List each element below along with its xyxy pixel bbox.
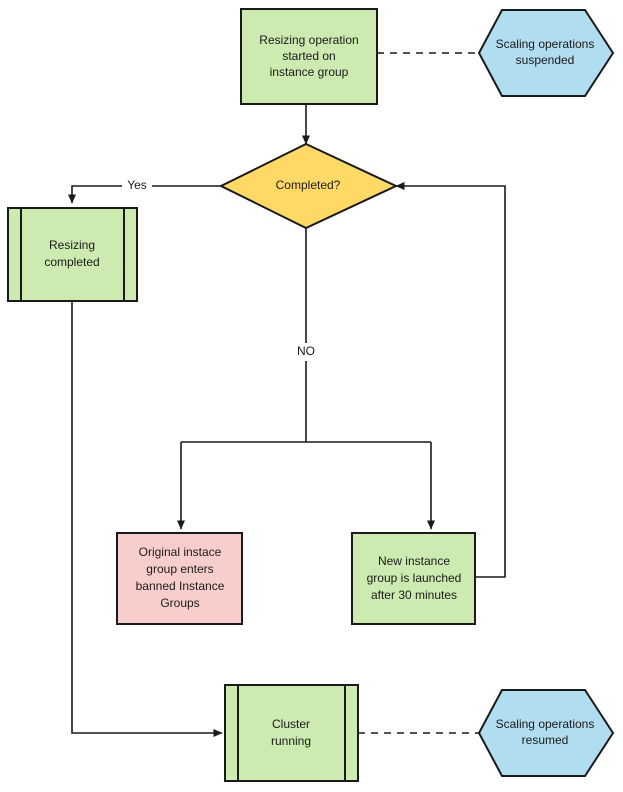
edge-label-no: NO: [292, 343, 320, 361]
node-scaling-resumed-shape[interactable]: [477, 689, 615, 777]
edge-resizing-completed-to-cluster-running: [71, 301, 223, 737]
node-new-group-launched-line-2: group is launched: [367, 571, 462, 585]
node-scaling-suspended-line-2: suspended: [516, 53, 575, 67]
node-original-group-banned-line-2: group enters: [146, 562, 213, 576]
node-scaling-suspended-line-1: Scaling operations: [496, 37, 595, 51]
edge-completed-yes-to-resizing-completed: [68, 185, 221, 204]
node-scaling-resumed[interactable]: Scaling operations resumed: [477, 689, 615, 777]
node-original-group-banned[interactable]: Original instace group enters banned Ins…: [116, 532, 243, 625]
node-completed-decision-label: Completed?: [276, 178, 341, 192]
node-resizing-completed-line-1: Resizing: [49, 238, 95, 252]
node-scaling-suspended[interactable]: Scaling operations suspended: [477, 9, 615, 97]
node-original-group-banned-line-1: Original instace: [139, 545, 222, 559]
node-new-group-launched-line-3: after 30 minutes: [371, 588, 457, 602]
node-resizing-started-line-3: instance group: [270, 65, 349, 79]
node-cluster-running-shape[interactable]: [224, 684, 359, 782]
node-scaling-resumed-line-1: Scaling operations: [496, 717, 595, 731]
node-resizing-completed-shape[interactable]: [7, 207, 138, 302]
node-resizing-started[interactable]: Resizing operation started on instance g…: [240, 8, 378, 105]
edge-label-no-text: NO: [297, 344, 315, 358]
node-completed-decision[interactable]: Completed?: [218, 142, 399, 230]
node-completed-decision-shape[interactable]: [218, 142, 399, 230]
node-cluster-running[interactable]: Cluster running: [224, 684, 359, 782]
node-resizing-started-line-2: started on: [282, 49, 335, 63]
node-resizing-completed[interactable]: Resizing completed: [7, 207, 138, 302]
node-resizing-started-line-1: Resizing operation: [259, 33, 358, 47]
node-new-group-launched-line-1: New instance: [378, 554, 450, 568]
node-new-group-launched[interactable]: New instance group is launched after 30 …: [351, 532, 476, 625]
node-resizing-started-shape[interactable]: [240, 8, 378, 105]
node-scaling-resumed-line-2: resumed: [522, 733, 569, 747]
node-new-group-launched-shape[interactable]: [351, 532, 476, 625]
edge-label-yes-text: Yes: [127, 178, 147, 192]
node-resizing-completed-line-2: completed: [44, 255, 99, 269]
node-original-group-banned-line-3: banned Instance: [136, 579, 225, 593]
node-original-group-banned-line-4: Groups: [160, 596, 199, 610]
node-cluster-running-line-2: running: [271, 734, 311, 748]
edge-label-yes: Yes: [122, 177, 152, 195]
edge-new-group-back-to-completed: [395, 182, 506, 578]
node-scaling-suspended-shape[interactable]: [477, 9, 615, 97]
node-original-group-banned-shape[interactable]: [116, 532, 243, 625]
node-cluster-running-line-1: Cluster: [272, 717, 310, 731]
